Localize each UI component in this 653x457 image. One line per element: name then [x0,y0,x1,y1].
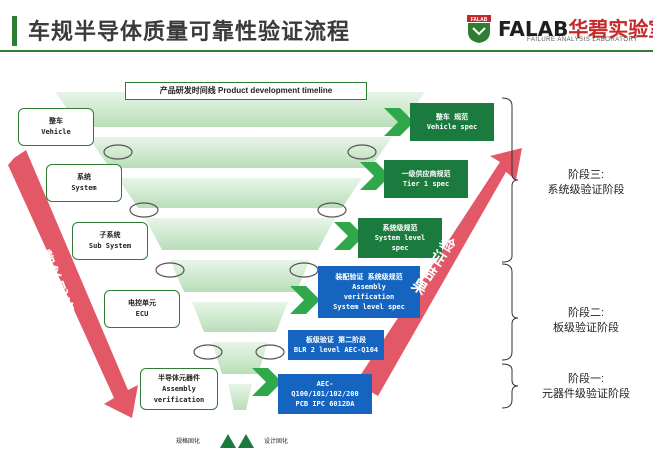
title-accent-bar [12,16,17,46]
level-component-cn: 半导体元器件 [158,373,200,382]
spec-component-l2: Q100/101/102/200 [291,390,359,398]
spec-board-l1: 板级验证 第二阶段 [305,336,367,344]
level-vehicle-cn: 整车 [49,117,63,125]
phase-brackets [501,97,519,409]
level-ecu-en: ECU [135,310,149,318]
level-subsystem-en: Sub System [88,242,132,250]
spec-component-l1: AEC- [316,380,334,388]
spec-assembly-l1: 装配验证 系统级规范 [335,273,403,281]
logo-cn-text: 华碧实验室 [568,17,653,41]
level-subsystem-cn: 子系统 [99,231,121,239]
verification-arrow [356,148,522,396]
funnel-stripes [55,92,425,410]
logo-badge-text: FALAB [471,17,488,23]
level-subsystem: 子系统 Sub System [72,222,148,260]
level-ecu: 电控单元 ECU [104,290,180,328]
spec-board: 板级验证 第二阶段 BLR 2 level AEC-Q104 [288,330,384,360]
level-vehicle-en: Vehicle [41,128,71,136]
phase-two-title: 阶段二: [567,307,605,319]
cycle-icons [103,144,377,360]
spec-system-l1: 系统级规范 [382,224,418,232]
spec-assembly-l4: System level spec [333,303,405,311]
spec-assembly: 装配验证 系统级规范 Assembly verification System … [318,266,420,318]
spec-tier1: 一级供应商规范 Tier 1 spec [384,160,468,198]
phase-one-desc: 元器件级验证阶段 [542,388,630,400]
logo-wordmark: FALAB华碧实验室 [498,13,653,42]
spec-assembly-l2: Assembly [352,283,386,291]
spec-vehicle: 整车 规范 Vehicle spec [410,103,494,141]
phase-three: 阶段三: 系统级验证阶段 [536,168,636,198]
level-vehicle: 整车 Vehicle [18,108,94,146]
spec-component-l3: PCB IPC 6012DA [295,400,355,408]
spec-vehicle-l1: 整车 规范 [435,113,469,121]
spec-tier1-l2: Tier 1 spec [402,180,450,188]
spec-component: AEC- Q100/101/102/200 PCB IPC 6012DA [278,374,372,414]
bottom-triangles [220,434,254,448]
requirement-arrow [8,150,138,418]
spec-tier1-l1: 一级供应商规范 [401,170,451,178]
logo-subtitle: FAILURE ANALYSIS LABORATORY [527,37,638,43]
phase-two: 阶段二: 板级验证阶段 [536,306,636,336]
spec-system-l3: spec [391,244,409,252]
phase-one: 阶段一: 元器件级验证阶段 [530,372,642,402]
logo-text: FALAB [498,17,569,41]
level-component: 半导体元器件 Assembly verification [140,368,218,410]
phase-one-title: 阶段一: [567,373,605,385]
level-component-en2: verification [153,395,205,404]
spec-system: 系统级规范 System level spec [358,218,442,258]
chevron-arrows [252,108,414,396]
design-freeze-label: 设计固化 [264,439,289,445]
falab-logo-icon: FALAB [467,15,491,43]
level-system-en: System [71,184,97,192]
phase-three-desc: 系统级验证阶段 [547,184,625,196]
level-system-cn: 系统 [77,173,91,181]
header-divider [0,50,653,52]
timeline-label: 产品研发时间线 Product development timeline [125,82,367,100]
level-ecu-cn: 电控单元 [128,299,156,307]
page-title: 车规半导体质量可靠性验证流程 [28,20,351,45]
phase-three-title: 阶段三: [567,169,605,181]
phase-two-desc: 板级验证阶段 [553,322,619,334]
spec-assembly-l3: verification [343,293,395,301]
spec-system-l2: System level [374,234,426,242]
spec-freeze-label: 规格固化 [176,439,201,445]
spec-board-l2: BLR 2 level AEC-Q104 [293,346,379,354]
level-system: 系统 System [46,164,122,202]
level-component-en1: Assembly [162,384,196,393]
spec-vehicle-l2: Vehicle spec [426,123,478,131]
